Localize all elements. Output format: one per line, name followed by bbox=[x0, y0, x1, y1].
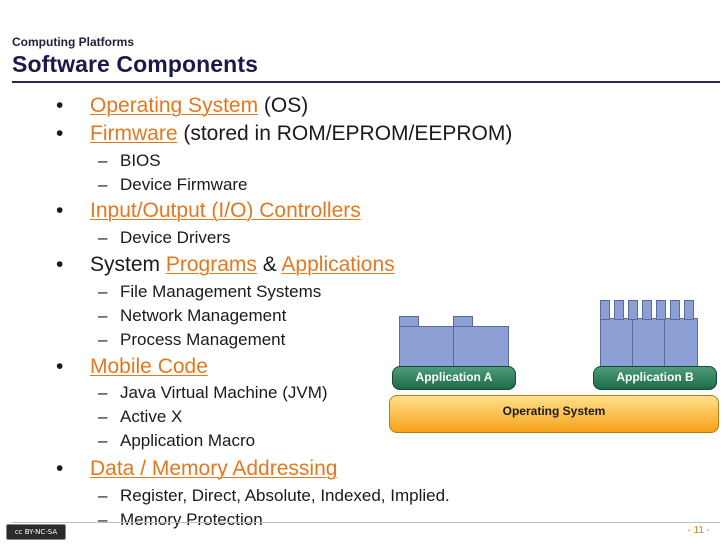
creative-commons-badge: cc BY-NC-SA bbox=[6, 524, 66, 540]
operating-system-bar: Operating System bbox=[389, 395, 719, 433]
sub-text: Java Virtual Machine (JVM) bbox=[120, 383, 328, 402]
bullet-dot: • bbox=[56, 199, 64, 222]
app-b-pin bbox=[670, 300, 680, 320]
sub-text: BIOS bbox=[120, 151, 161, 170]
application-a-label: Application A bbox=[392, 366, 516, 390]
sub-text: File Management Systems bbox=[120, 282, 322, 301]
link-mobile-code[interactable]: Mobile Code bbox=[90, 355, 208, 378]
sub-text: Active X bbox=[120, 407, 183, 426]
sub-text: Device Drivers bbox=[120, 228, 231, 247]
application-b-label: Application B bbox=[593, 366, 717, 390]
bullet-text: (OS) bbox=[258, 94, 309, 117]
sub-text: Process Management bbox=[120, 330, 286, 349]
sub-text: Device Firmware bbox=[120, 175, 248, 194]
link-programs[interactable]: Programs bbox=[165, 253, 257, 276]
sub-text: Register, Direct, Absolute, Indexed, Imp… bbox=[120, 486, 450, 505]
bullet-dot: • bbox=[56, 355, 64, 378]
section-label: Computing Platforms bbox=[12, 35, 134, 49]
title-rule bbox=[12, 81, 720, 83]
bullet-text: System bbox=[90, 253, 166, 276]
app-b-pin bbox=[600, 300, 610, 320]
app-b-pin bbox=[684, 300, 694, 320]
link-firmware[interactable]: Firmware bbox=[90, 122, 178, 145]
page-number: - 11 - bbox=[687, 525, 710, 536]
app-b-divider bbox=[664, 318, 665, 368]
bullet-dot: • bbox=[56, 457, 64, 480]
app-a-block bbox=[453, 326, 509, 370]
bullet-dot: • bbox=[56, 253, 64, 276]
link-applications[interactable]: Applications bbox=[281, 253, 395, 276]
bullet-text: (stored in ROM/EPROM/EEPROM) bbox=[177, 122, 513, 145]
sub-text: Network Management bbox=[120, 306, 287, 325]
sub-text: Application Macro bbox=[120, 431, 256, 450]
link-io-controllers[interactable]: Input/Output (I/O) Controllers bbox=[90, 199, 361, 222]
sub-text: Memory Protection bbox=[120, 510, 263, 529]
link-memory-addressing[interactable]: Data / Memory Addressing bbox=[90, 457, 338, 480]
app-b-block bbox=[600, 318, 698, 370]
bullet-dot: • bbox=[56, 94, 64, 117]
app-b-pin bbox=[628, 300, 638, 320]
app-b-pin bbox=[642, 300, 652, 320]
app-b-pin bbox=[614, 300, 624, 320]
bullet-dot: • bbox=[56, 122, 64, 145]
bullet-text: & bbox=[256, 253, 282, 276]
link-operating-system[interactable]: Operating System bbox=[90, 94, 259, 117]
footer-rule bbox=[12, 522, 720, 523]
app-b-pin bbox=[656, 300, 666, 320]
page-title: Software Components bbox=[12, 51, 258, 77]
app-a-block bbox=[399, 326, 455, 370]
app-b-divider bbox=[632, 318, 633, 368]
